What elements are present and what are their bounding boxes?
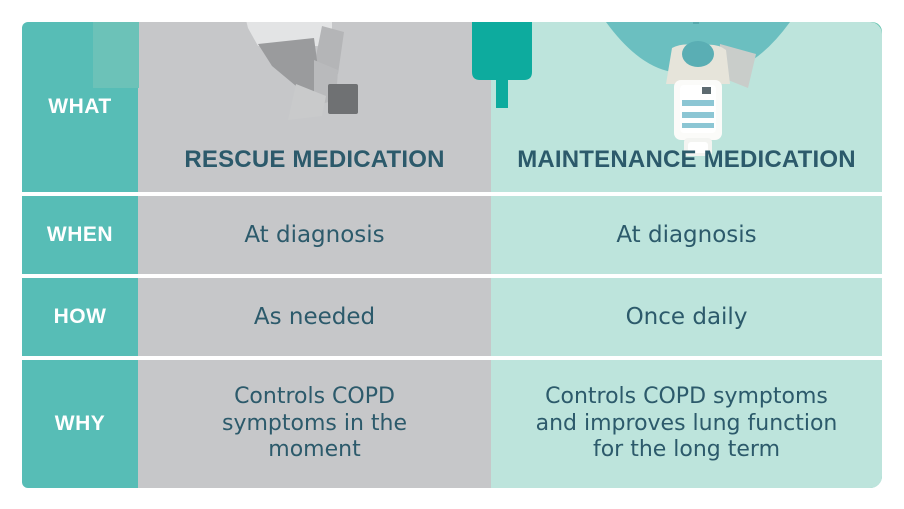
maintenance-why-value: Controls COPD symptoms and improves lung… bbox=[535, 383, 838, 463]
rescue-when-cell: At diagnosis bbox=[138, 196, 491, 274]
label-column-accent-block bbox=[93, 22, 139, 88]
row-label-what: WHAT bbox=[22, 22, 138, 192]
row-label-text: WHY bbox=[54, 412, 106, 435]
table-row: WHEN At diagnosis At diagnosis bbox=[22, 196, 882, 274]
row-label-text: WHAT bbox=[48, 95, 112, 118]
rescue-when-value: At diagnosis bbox=[244, 221, 385, 248]
rescue-why-cell: Controls COPD symptoms in the moment bbox=[138, 360, 491, 488]
row-separator bbox=[22, 356, 882, 360]
row-label-text: HOW bbox=[53, 305, 107, 328]
rescue-how-value: As needed bbox=[253, 303, 376, 330]
row-label-how: HOW bbox=[22, 278, 138, 356]
row-label-when: WHEN bbox=[22, 196, 138, 274]
maintenance-why-cell: Controls COPD symptoms and improves lung… bbox=[491, 360, 882, 488]
table-row: HOW As needed Once daily bbox=[22, 278, 882, 356]
maintenance-when-value: At diagnosis bbox=[616, 221, 757, 248]
rescue-how-cell: As needed bbox=[138, 278, 491, 356]
maintenance-when-cell: At diagnosis bbox=[491, 196, 882, 274]
rescue-header-cell: RESCUE MEDICATION bbox=[138, 22, 491, 192]
label-column-background bbox=[22, 22, 138, 488]
comparison-table: WHAT RESCUE MEDICATION MAINTENANCE MEDIC… bbox=[22, 22, 882, 488]
table-row: WHY Controls COPD symptoms in the moment… bbox=[22, 360, 882, 488]
table-row: WHAT RESCUE MEDICATION MAINTENANCE MEDIC… bbox=[22, 22, 882, 192]
maintenance-how-value: Once daily bbox=[625, 303, 748, 330]
maintenance-how-cell: Once daily bbox=[491, 278, 882, 356]
table-rows: WHAT RESCUE MEDICATION MAINTENANCE MEDIC… bbox=[22, 22, 882, 488]
maintenance-header-cell: MAINTENANCE MEDICATION bbox=[491, 22, 882, 192]
row-separator bbox=[22, 192, 882, 196]
rescue-why-value: Controls COPD symptoms in the moment bbox=[221, 383, 407, 463]
maintenance-column-header: MAINTENANCE MEDICATION bbox=[517, 146, 856, 173]
row-separator bbox=[22, 274, 882, 278]
rescue-column-header: RESCUE MEDICATION bbox=[184, 146, 445, 173]
row-label-text: WHEN bbox=[46, 223, 114, 246]
row-label-why: WHY bbox=[22, 360, 138, 488]
